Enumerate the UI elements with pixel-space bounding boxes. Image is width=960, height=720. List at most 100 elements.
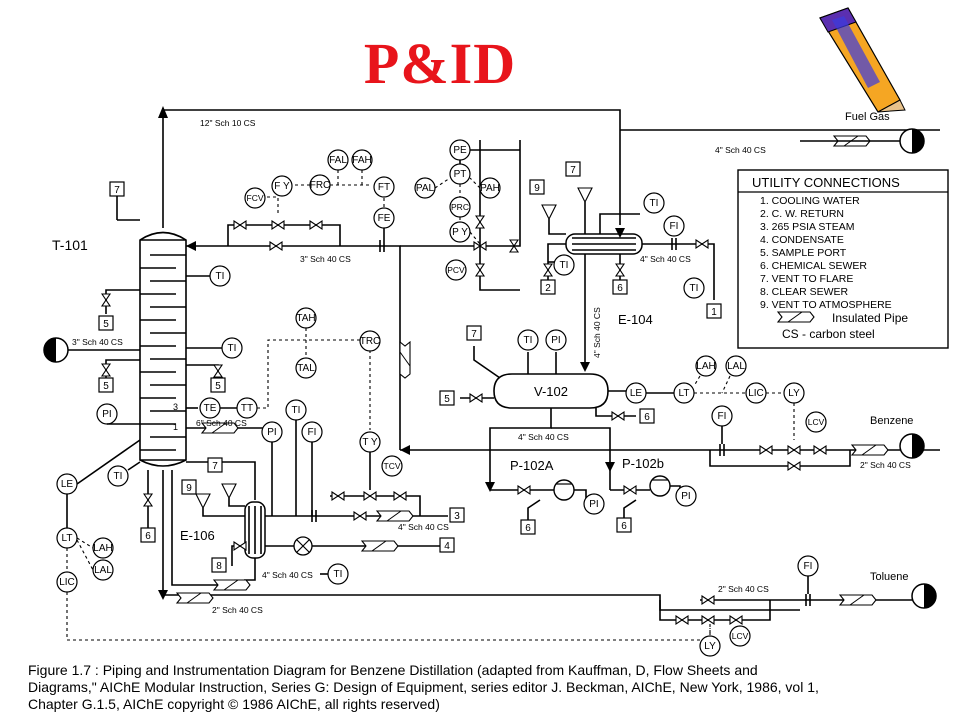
svg-text:PI: PI [267,427,276,438]
svg-text:T Y: T Y [362,437,378,448]
figure-caption: Figure 1.7 : Piping and Instrumentation … [28,662,948,713]
svg-text:PI: PI [681,491,690,502]
svg-text:2: 2 [545,283,551,294]
caption-line-2: Diagrams," AIChE Modular Instruction, Se… [28,679,819,695]
svg-text:F Y: F Y [274,181,290,192]
svg-text:LIC: LIC [748,388,764,399]
svg-text:PI: PI [102,409,111,420]
svg-text:4" Sch 40 CS: 4" Sch 40 CS [592,307,602,358]
svg-text:TI: TI [114,471,123,482]
svg-text:PT: PT [454,169,467,180]
svg-text:5: 5 [103,319,109,330]
svg-text:9: 9 [534,183,540,194]
svg-text:TI: TI [650,198,659,209]
svg-text:Insulated Pipe: Insulated Pipe [832,311,908,325]
svg-text:5: 5 [444,394,450,405]
svg-text:7. VENT TO FLARE: 7. VENT TO FLARE [760,273,853,285]
svg-text:LT: LT [679,388,690,399]
svg-text:TRC: TRC [360,336,381,347]
svg-text:FRC: FRC [310,180,331,191]
svg-text:2" Sch 40 CS: 2" Sch 40 CS [718,584,769,594]
svg-text:TI: TI [228,343,237,354]
svg-text:6: 6 [525,523,531,534]
page-title: P&ID [363,31,517,96]
svg-text:7: 7 [212,461,218,472]
svg-text:9. VENT TO ATMOSPHERE: 9. VENT TO ATMOSPHERE [760,299,892,311]
utility-legend: UTILITY CONNECTIONS 1. COOLING WATER 2. … [737,169,949,349]
svg-text:TI: TI [524,335,533,346]
pipe-label-fuel: 4" Sch 40 CS [715,145,766,155]
svg-text:7: 7 [114,185,120,196]
svg-text:7: 7 [570,165,576,176]
svg-text:7: 7 [471,329,477,340]
svg-text:LAL: LAL [94,565,112,576]
svg-text:TAH: TAH [296,313,315,324]
svg-text:TI: TI [690,283,699,294]
pump-p102b [649,475,671,497]
caption-line-3: Chapter G.1.5, AIChE copyright © 1986 AI… [28,696,440,712]
svg-text:FI: FI [308,427,317,438]
svg-text:PI: PI [589,499,598,510]
svg-text:FI: FI [718,411,727,422]
stream-fuel-gas: Fuel Gas [845,111,890,123]
svg-text:FI: FI [670,221,679,232]
pipe-label-steam: 6" Sch 40 CS [196,418,247,428]
svg-text:V-102: V-102 [534,384,568,399]
stream-toluene: Toluene [870,571,909,583]
svg-text:1: 1 [173,422,178,432]
svg-text:5. SAMPLE PORT: 5. SAMPLE PORT [760,247,847,259]
svg-text:5: 5 [215,381,221,392]
caption-line-1: Figure 1.7 : Piping and Instrumentation … [28,662,758,678]
svg-text:LAH: LAH [696,361,715,372]
svg-text:LIC: LIC [59,577,75,588]
svg-text:PE: PE [453,145,467,156]
svg-text:E-104: E-104 [618,312,653,327]
svg-text:FI: FI [804,561,813,572]
svg-text:2. C. W. RETURN: 2. C. W. RETURN [760,208,844,220]
svg-text:6: 6 [644,412,650,423]
svg-text:6: 6 [617,283,623,294]
svg-text:TI: TI [292,405,301,416]
svg-text:LCV: LCV [808,417,825,427]
svg-text:LT: LT [62,533,73,544]
svg-text:LAH: LAH [93,543,112,554]
svg-text:FCV: FCV [247,193,264,203]
pipe-label-top: 12" Sch 10 CS [200,118,256,128]
svg-text:1. COOLING WATER: 1. COOLING WATER [760,195,860,207]
svg-text:TE: TE [204,403,217,414]
svg-text:LE: LE [61,479,74,490]
svg-text:3: 3 [173,402,178,412]
svg-text:PCV: PCV [447,265,465,275]
svg-text:3. 265 PSIA STEAM: 3. 265 PSIA STEAM [760,221,855,233]
svg-text:P Y: P Y [452,227,468,238]
svg-text:CS - carbon steel: CS - carbon steel [782,327,875,341]
condenser-e104: E-104 [565,233,653,327]
svg-text:FAH: FAH [352,155,371,166]
svg-text:FT: FT [378,182,390,193]
svg-text:3: 3 [454,511,460,522]
svg-text:PRC: PRC [451,202,469,212]
pump-p102a [553,479,575,501]
svg-text:UTILITY CONNECTIONS: UTILITY CONNECTIONS [752,175,900,190]
reboiler-e106: E-106 [180,501,266,559]
svg-text:8: 8 [216,561,222,572]
svg-text:4. CONDENSATE: 4. CONDENSATE [760,234,844,246]
svg-text:PAL: PAL [416,183,435,194]
svg-text:P-102A: P-102A [510,458,554,473]
pencil-icon [819,7,906,113]
svg-text:TCV: TCV [384,461,401,471]
svg-text:4" Sch 40 CS: 4" Sch 40 CS [640,254,691,264]
svg-text:6: 6 [145,531,151,542]
svg-text:TI: TI [216,271,225,282]
svg-text:TI: TI [334,569,343,580]
svg-text:PI: PI [551,335,560,346]
svg-text:PAH: PAH [480,183,500,194]
svg-text:LY: LY [788,388,800,399]
pipe-label-feed: 3" Sch 40 CS [72,337,123,347]
svg-text:1: 1 [711,307,717,318]
svg-text:P-102b: P-102b [622,456,664,471]
svg-text:2" Sch 40 CS: 2" Sch 40 CS [860,460,911,470]
svg-text:TAL: TAL [297,363,315,374]
pipe-label-reflux: 3" Sch 40 CS [300,254,351,264]
